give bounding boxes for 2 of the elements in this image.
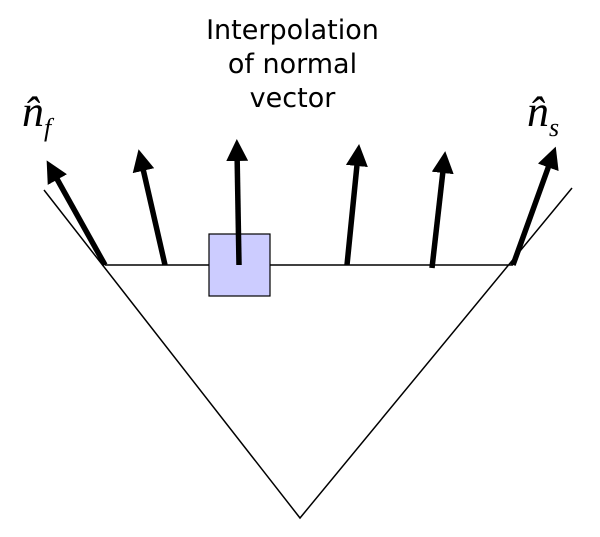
vector-label: n̂$_{s}$: [527, 88, 560, 144]
title: Interpolation of normal vector: [205, 14, 380, 116]
